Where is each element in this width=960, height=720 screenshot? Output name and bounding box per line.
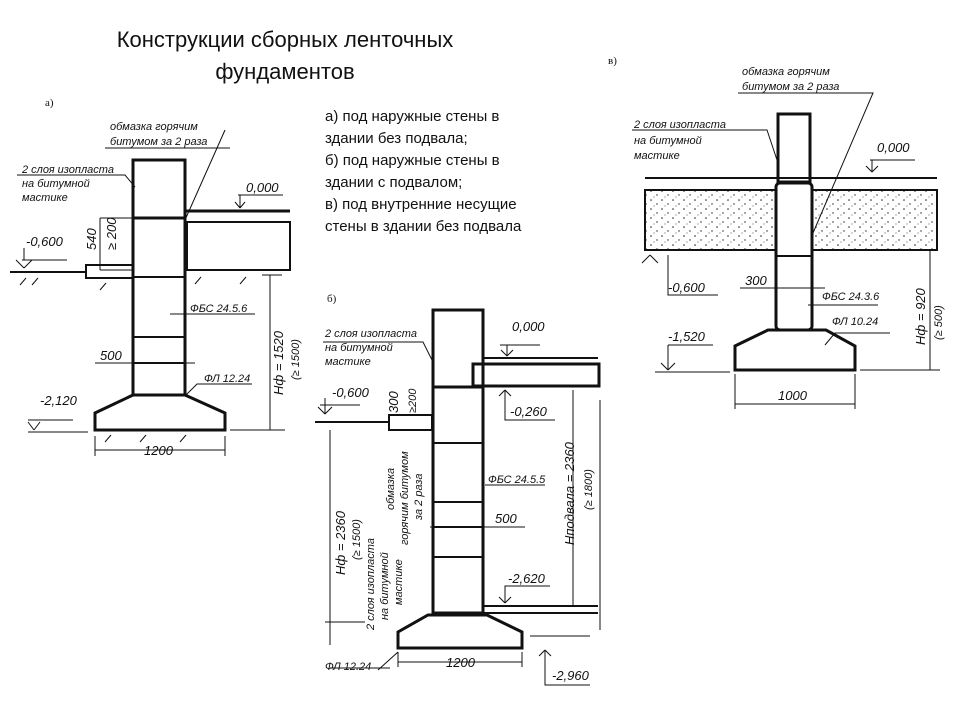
dim-300: 300 (386, 391, 401, 413)
note: обмазка горячим (110, 121, 198, 133)
note: мастике (393, 559, 405, 605)
note: 2 слоя изопласта (633, 119, 726, 131)
footing-label: ФЛ 12.24 (204, 373, 250, 385)
diagram-a-label: а) (45, 97, 54, 109)
note: битумом за 2 раза (110, 136, 207, 148)
mark-slab: -0,260 (510, 404, 548, 419)
concrete-floor (811, 189, 938, 251)
height-label: Hф = 2360 (333, 510, 348, 575)
fbs-blocks (431, 385, 485, 615)
title-line-1: Конструкции сборных ленточных (116, 27, 454, 52)
desc-line: здании с подвалом; (325, 174, 463, 191)
mark-ground: -0,600 (26, 234, 64, 249)
note: 2 слоя изопласта (21, 164, 114, 176)
dim-540: 540 (84, 228, 99, 250)
wall-width: 300 (745, 273, 767, 288)
wall (776, 112, 812, 184)
dim-200: ≥ 200 (104, 217, 119, 250)
footing-width: 1200 (144, 443, 174, 458)
wall-width: 500 (495, 511, 517, 526)
footing-label: ФЛ 12.24 (325, 661, 371, 673)
description: а) под наружные стены в здании без подва… (325, 106, 521, 238)
fbs-blocks (131, 216, 187, 397)
mark-base: -2,120 (40, 393, 78, 408)
note: горячим битумом (399, 451, 411, 545)
note: мастике (634, 150, 680, 162)
mark-ground: -0,600 (332, 385, 370, 400)
diagram-a: а) 0,000 -0,600 -2,120 540 ≥ 200 500 ФБС… (10, 97, 302, 458)
mark-base: -1,520 (668, 329, 706, 344)
mark-floor: 0,000 (877, 140, 910, 155)
desc-line: в) под внутренние несущие (325, 196, 517, 213)
footing-width: 1200 (446, 655, 476, 670)
desc-line: стены в здании без подвала (325, 218, 522, 235)
blind-area (388, 414, 433, 431)
desc-line: б) под наружные стены в (325, 152, 500, 169)
block-label: ФБС 24.3.6 (822, 291, 880, 303)
dim-200: ≥200 (407, 388, 419, 413)
page-title: Конструкции сборных ленточных фундаменто… (40, 24, 530, 88)
note: на битумной (22, 178, 90, 190)
desc-line: а) под наружные стены в (325, 108, 500, 125)
diagram-b-label: б) (327, 293, 337, 305)
note: мастике (22, 192, 68, 204)
diagram-c-label: в) (608, 55, 617, 67)
basement-height-min: (≥ 1800) (583, 469, 595, 510)
mark-floor: 0,000 (512, 319, 545, 334)
mark-base: -2,960 (552, 668, 590, 683)
block-label: ФБС 24.5.6 (190, 303, 248, 315)
height-label: Hф = 1520 (271, 330, 286, 395)
note: за 2 раза (413, 474, 425, 521)
footing-label: ФЛ 10.24 (832, 316, 878, 328)
footing-width: 1000 (778, 388, 808, 403)
desc-line: здании без подвала; (325, 130, 468, 147)
floor-slab (471, 362, 601, 388)
height-min: (≥ 500) (933, 305, 945, 340)
concrete-floor (186, 221, 291, 271)
diagram-b: б) 0,000 -0,600 -0,260 -2,620 -2,960 300… (315, 293, 601, 686)
mark-floor: 0,000 (246, 180, 279, 195)
basement-height: Hподвала = 2360 (562, 441, 577, 545)
note: на битумной (379, 552, 391, 620)
note: 2 слоя изопласта (324, 328, 417, 340)
title-line-2: фундаментов (215, 59, 355, 84)
mark-basement: -2,620 (508, 571, 546, 586)
note: на битумной (634, 135, 702, 147)
diagram-c: в) -0,600 0,000 -1,520 300 ФБС 24.3.6 ФЛ… (608, 55, 945, 409)
block-label: ФБС 24.5.5 (488, 474, 546, 486)
blind-area (85, 264, 134, 279)
note: обмазка (385, 468, 397, 510)
note: 2 слоя изопласта (365, 538, 377, 631)
height-min: (≥ 1500) (290, 339, 302, 380)
wall (131, 158, 187, 220)
footing (733, 328, 857, 372)
note: мастике (325, 356, 371, 368)
mark-ground: -0,600 (668, 280, 706, 295)
footing (93, 393, 227, 432)
footing (396, 613, 524, 650)
height-min: (≥ 1500) (351, 519, 363, 560)
note: на битумной (325, 342, 393, 354)
wall-width: 500 (100, 348, 122, 363)
height-label: Hф = 920 (913, 287, 928, 345)
note: битумом за 2 раза (742, 81, 839, 93)
note: обмазка горячим (742, 66, 830, 78)
